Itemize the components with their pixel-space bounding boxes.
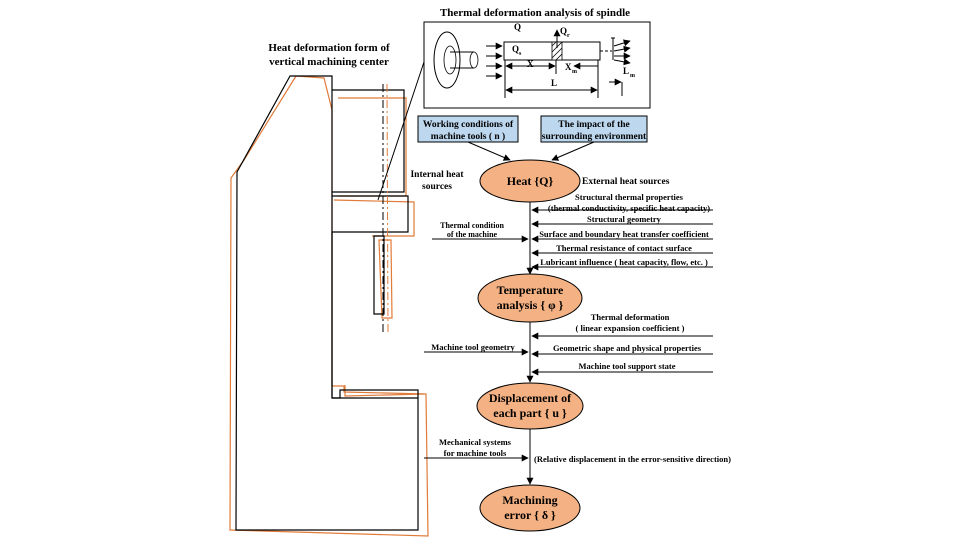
machining-error-line1: Machining — [502, 493, 557, 507]
spindle-title: Thermal deformation analysis of spindle — [440, 7, 630, 19]
temperature-node-line2: analysis { φ } — [497, 298, 564, 312]
heat-factor-2: Structural geometry — [587, 214, 662, 224]
disp-left-factor-line2: for machine tools — [444, 448, 507, 458]
label-Qs: Q — [512, 44, 519, 54]
disp-left-factor-line1: Mechanical systems — [439, 437, 512, 447]
internal-heat-line2: sources — [422, 182, 452, 192]
disp-right-note: (Relative displacement in the error-sens… — [534, 454, 731, 464]
machine-title-line1: Heat deformation form of — [268, 42, 390, 54]
temp-left-factor: Machine tool geometry — [431, 342, 515, 352]
environment-line2: surrounding environment — [542, 132, 647, 142]
heat-factors — [432, 206, 713, 271]
label-L: L — [551, 78, 557, 88]
arrow-environment-to-heat — [551, 141, 595, 161]
temperature-node-line1: Temperature — [497, 283, 564, 297]
temp-factor-1-line1: Thermal deformation — [591, 312, 670, 322]
heat-left-factor-line1: Thermal condition — [440, 221, 504, 230]
heat-factor-1-line2: (thermal conductivity, specific heat cap… — [548, 203, 710, 213]
spindle-leader-line — [377, 61, 425, 201]
displacement-node — [476, 382, 584, 430]
displacement-node-line2: each part { u } — [493, 406, 567, 420]
heat-factor-4: Thermal resistance of contact surface — [556, 243, 692, 253]
label-Xm: X — [565, 62, 572, 72]
label-Qr: Q — [560, 26, 567, 36]
heat-factor-5: Lubricant influence ( heat capacity, flo… — [540, 257, 708, 267]
working-conditions-box — [417, 115, 519, 143]
heat-left-factor-line2: of the machine — [447, 230, 498, 239]
internal-heat-line1: Internal heat — [410, 170, 464, 180]
spindle-analysis-box — [423, 21, 651, 109]
label-Qs-sub: s — [519, 51, 522, 57]
temp-factor-2: Geometric shape and physical properties — [553, 343, 702, 353]
machine-title-line2: vertical machining center — [269, 56, 389, 68]
heat-factor-1-line1: Structural thermal properties — [575, 192, 684, 202]
machining-error-line2: error { δ } — [504, 508, 556, 522]
machining-center-drawing — [229, 61, 429, 537]
heat-factor-3: Surface and boundary heat transfer coeff… — [539, 229, 709, 239]
heat-node-label: Heat {Q} — [507, 174, 554, 188]
working-conditions-line2: machine tools ( n ) — [431, 131, 505, 142]
arrow-working-to-heat — [467, 141, 511, 161]
temp-factors — [424, 332, 713, 376]
working-conditions-line1: Working conditions of — [423, 120, 514, 130]
label-Qr-sub: r — [567, 33, 570, 39]
deformed-axis-line — [386, 83, 389, 333]
machining-error-node — [479, 484, 581, 532]
deformed-outline — [229, 75, 429, 537]
label-Lm-sub: m — [630, 73, 635, 79]
displacement-node-line1: Displacement of — [489, 391, 572, 405]
external-heat-label: External heat sources — [582, 177, 670, 187]
label-X: X — [527, 59, 534, 69]
temp-factor-3: Machine tool support state — [578, 361, 675, 371]
label-Xm-sub: m — [572, 69, 577, 75]
label-Q: Q — [514, 22, 521, 32]
temp-factor-1-line2: ( linear expansion coefficient ) — [576, 323, 685, 333]
original-outline — [235, 75, 419, 531]
environment-line1: The impact of the — [558, 120, 630, 130]
temperature-node — [477, 273, 583, 323]
label-Lm: L — [623, 66, 629, 76]
